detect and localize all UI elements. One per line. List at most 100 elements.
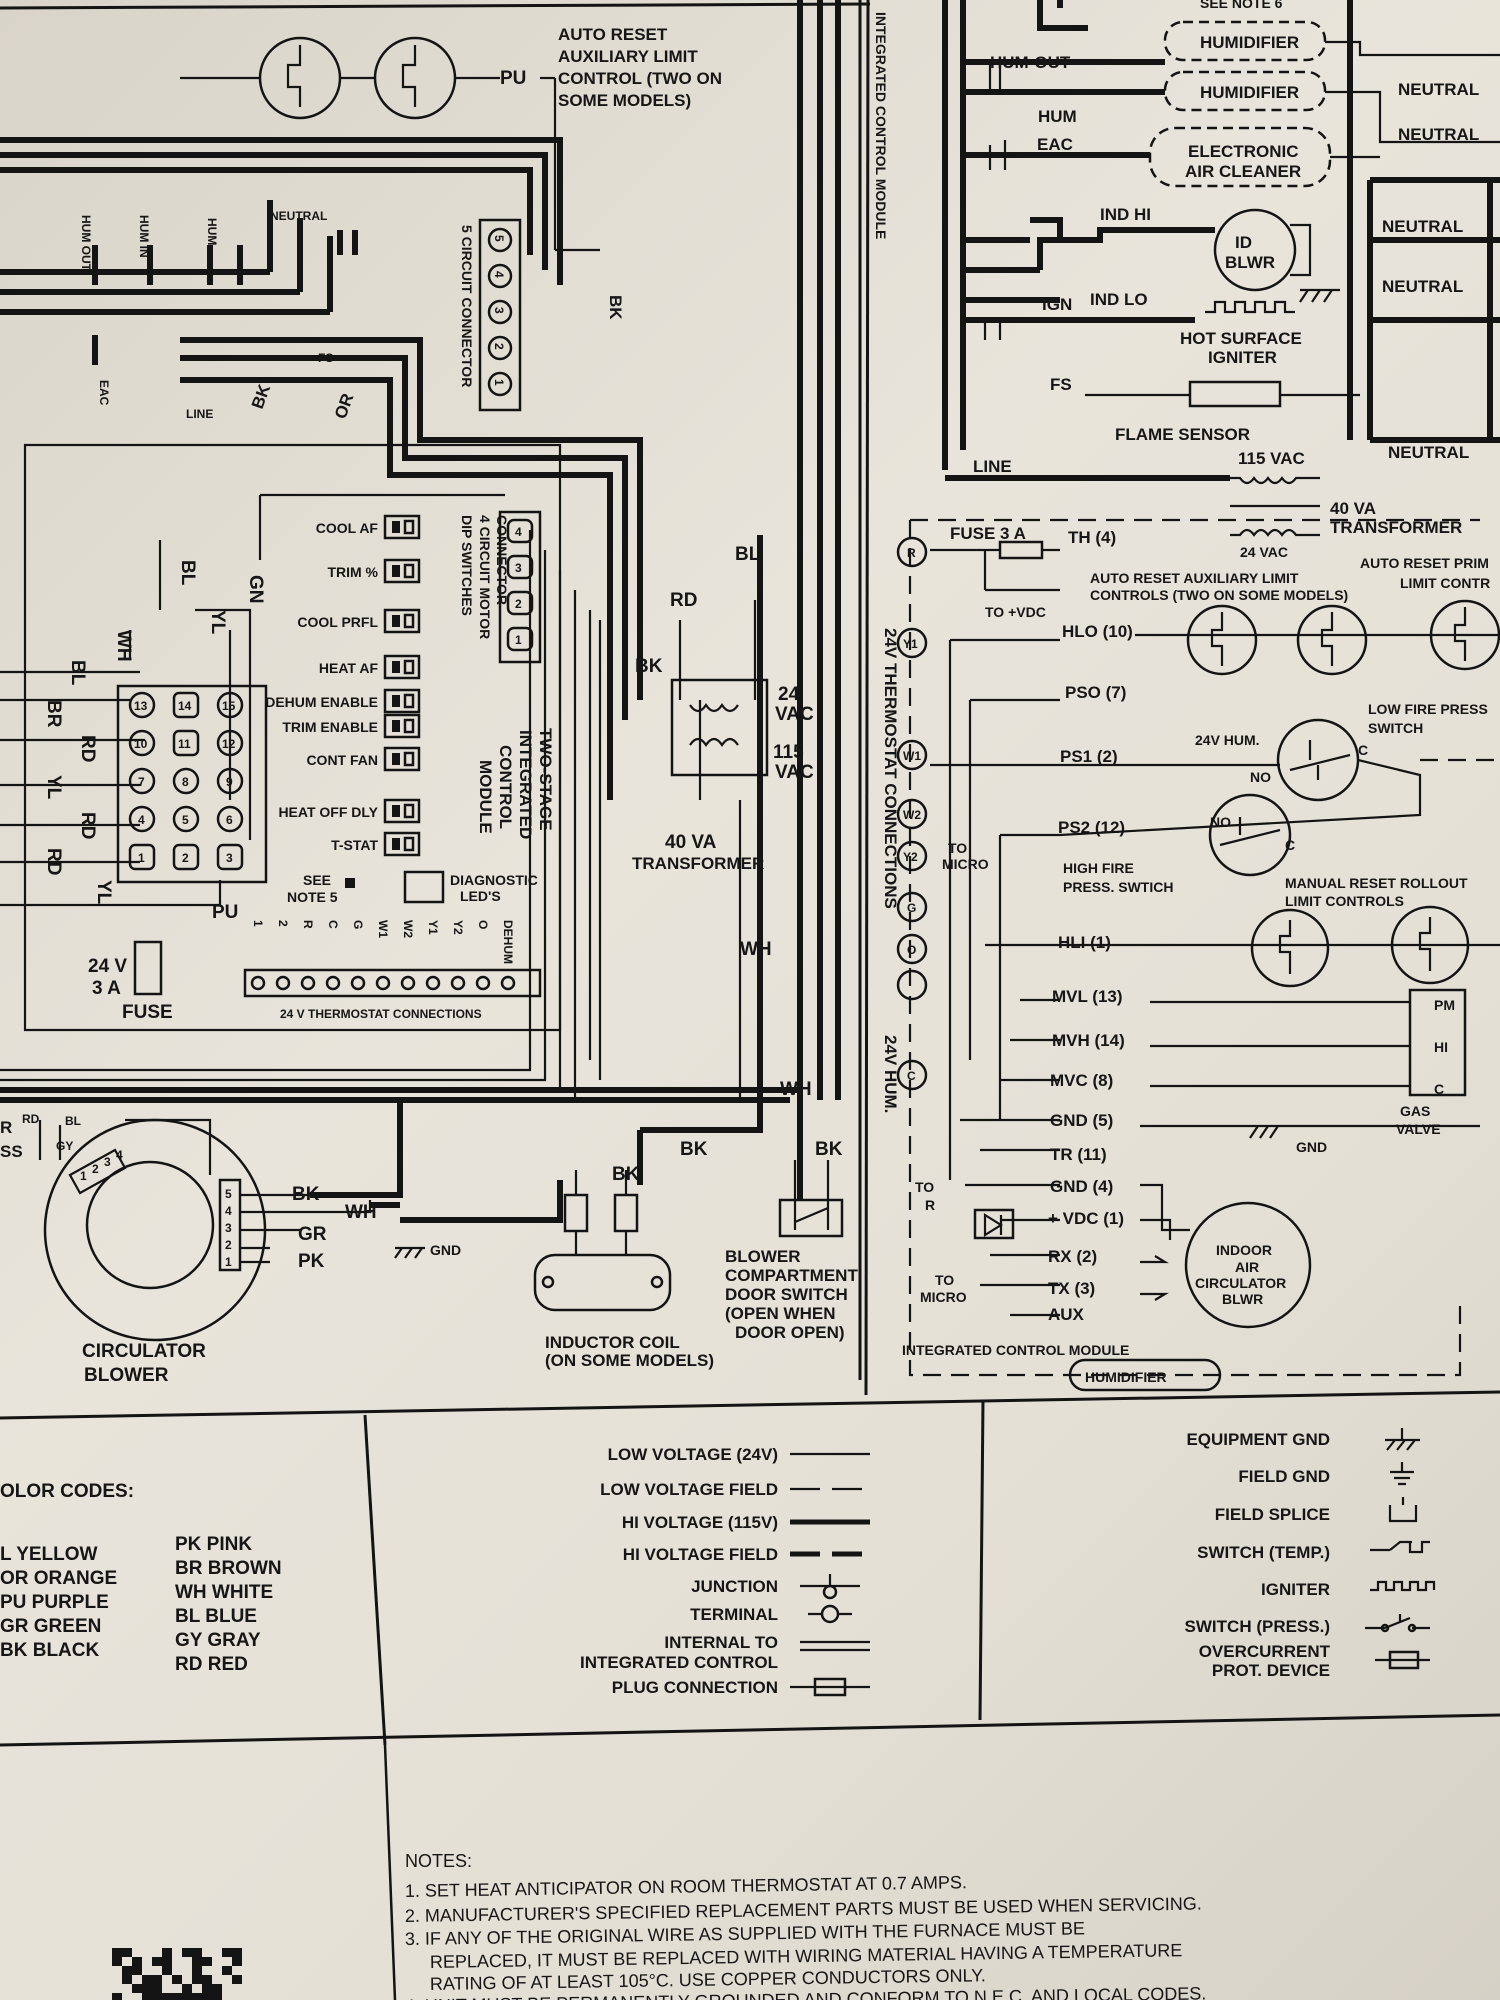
aux-limit-line-1: AUTO RESET [558, 25, 668, 44]
symbol-legend-label: IGNITER [1261, 1580, 1330, 1599]
qr-module [152, 1975, 162, 1984]
to-micro-2: MICRO [942, 856, 989, 872]
tstat-terminal [500, 975, 516, 991]
plug-pin-label: 9 [226, 775, 233, 789]
qr-module [162, 1993, 172, 2000]
qr-module [152, 1984, 162, 1993]
right-terminal-label: Y2 [903, 850, 918, 864]
notes-title: NOTES: [405, 1851, 472, 1871]
conn4-pin [506, 626, 534, 652]
equipment-gnd-icon [1385, 1428, 1420, 1451]
tstat-terminal-label: O [476, 920, 490, 929]
mvh-label: MVH (14) [1052, 1031, 1125, 1050]
qr-module [172, 1975, 182, 1984]
igniter-2: IGNITER [1208, 348, 1277, 367]
plug-pin-label: 6 [226, 813, 233, 827]
tstat-terminal-label: Y1 [426, 920, 440, 935]
door-5: DOOR OPEN) [735, 1323, 845, 1342]
bk-tag-left: BK [248, 381, 274, 411]
symbol-legend-label: OVERCURRENT [1199, 1642, 1331, 1661]
bl-tag: BL [177, 560, 198, 586]
tx-label: TX (3) [1048, 1279, 1095, 1298]
plug-pin-label: 3 [226, 851, 233, 865]
xfmr-40va-label-top: TRANSFORMER [1330, 518, 1462, 537]
plug-pin [128, 805, 156, 833]
color-code: WH WHITE [175, 1582, 273, 1603]
dip-label: COOL AF [316, 520, 379, 536]
middle-wiring: BL RD BK WH WH BK BK BK 24 VAC 115 VAC 4… [0, 0, 858, 1370]
conn5-pin-label: 4 [492, 271, 506, 278]
wh-tag: WH [113, 630, 134, 662]
qr-module [182, 1948, 192, 1957]
xfmr-24vac-top: 24 VAC [1240, 544, 1288, 560]
tstat-terminal-label: G [351, 920, 365, 929]
ind-lo-label: IND LO [1090, 290, 1148, 309]
indoor-blwr-1: INDOOR [1216, 1242, 1272, 1258]
dip-switch-knob [392, 753, 400, 765]
qr-module [202, 1957, 212, 1966]
right-module: 24V THERMOSTAT CONNECTIONS 24V HUM. RY1W… [881, 518, 1500, 1392]
rollout-2: LIMIT CONTROLS [1285, 893, 1404, 909]
br-tag: BR [43, 700, 64, 728]
plug-pin [172, 843, 200, 871]
yl-tag-3: YL [93, 880, 114, 905]
qr-module [202, 1984, 212, 1993]
overcurrent-icon [1388, 1650, 1420, 1670]
right-terminal [896, 933, 928, 965]
to-micro-4: MICRO [920, 1289, 967, 1305]
qr-module [232, 1957, 242, 1966]
qr-module [152, 1993, 162, 2000]
aux-limit-line-4: SOME MODELS) [558, 91, 691, 110]
neutral-1: NEUTRAL [1398, 80, 1479, 99]
circulator-2: BLOWER [84, 1365, 169, 1386]
two-stage-label-4: MODULE [476, 760, 495, 834]
door-2: COMPARTMENT [725, 1266, 858, 1285]
motor-small-pin-1: 1 [80, 1169, 87, 1183]
eac-box-2: AIR CLEANER [1185, 162, 1301, 181]
bk-tag-mid-2: BK [680, 1139, 708, 1160]
see-note6: SEE NOTE 6 [1200, 0, 1283, 11]
qr-module [222, 1966, 232, 1975]
plug-pin [172, 767, 200, 795]
fuse-3a: 3 A [92, 978, 121, 999]
four-circuit-label-1: 4 CIRCUIT MOTOR [477, 515, 493, 639]
gn-tag: GN [245, 575, 266, 604]
dip-switch-knob [403, 693, 415, 709]
pk-tag-motor: PK [298, 1251, 325, 1272]
door-3: DOOR SWITCH [725, 1285, 848, 1304]
plug-pin [216, 691, 244, 719]
color-code: L YELLOW [0, 1544, 98, 1565]
rd-tag-motor: RD [22, 1112, 40, 1126]
five-circuit-label: 5 CIRCUIT CONNECTOR [459, 225, 475, 387]
humidifier-box-2: HUMIDIFIER [1200, 83, 1299, 102]
color-code: BK BLACK [0, 1640, 99, 1661]
tstat-terminal [250, 975, 266, 991]
dip-switch [383, 654, 421, 680]
right-terminal [896, 798, 928, 830]
note-item: 1. SET HEAT ANTICIPATOR ON ROOM THERMOST… [405, 1872, 967, 1901]
fs-label: FS [1050, 375, 1072, 394]
color-code: GY GRAY [175, 1630, 261, 1651]
hum-out-label: HUM-OUT [990, 53, 1071, 72]
ps1-label: PS1 (2) [1060, 747, 1118, 766]
qr-module [232, 1975, 242, 1984]
tstat-terminal [450, 975, 466, 991]
dip-label: TRIM % [327, 564, 378, 580]
pu-tag: PU [212, 902, 238, 923]
line-label: LINE [973, 457, 1012, 476]
qr-module [112, 1957, 122, 1966]
qr-module [192, 1948, 202, 1957]
color-code: PK PINK [175, 1534, 252, 1555]
qr-module [232, 1948, 242, 1957]
switch-press-icon [1365, 1614, 1430, 1630]
field-gnd-icon [1390, 1462, 1414, 1486]
line-legend-label: JUNCTION [691, 1577, 778, 1596]
qr-module [182, 1984, 192, 1993]
switch-press-dot [1407, 1623, 1417, 1633]
plug-pin [172, 805, 200, 833]
dip-label: HEAT OFF DLY [278, 804, 378, 820]
legend-terminal-dot [820, 1604, 840, 1624]
